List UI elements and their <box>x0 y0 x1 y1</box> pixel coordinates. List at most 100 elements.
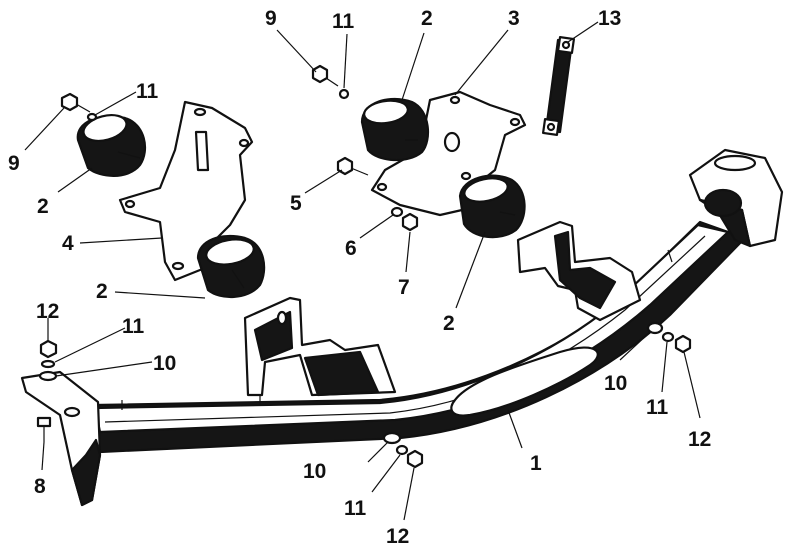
stud-right <box>667 249 673 263</box>
rubber-mount-b <box>196 234 266 298</box>
earth-strap-body <box>544 38 574 134</box>
mount-b-face <box>205 238 255 266</box>
leader-9a <box>24 107 65 151</box>
right-plate-centre-hole <box>443 131 461 153</box>
crossmember-reinforcement <box>450 346 599 417</box>
callout-11d: 11 <box>344 497 367 520</box>
callout-13: 13 <box>598 7 621 30</box>
callout-11c: 11 <box>122 315 145 338</box>
leader-12b <box>403 467 415 521</box>
leader-11e <box>661 341 668 393</box>
callout-labels: 1 2 2 2 2 3 4 5 6 7 8 9 9 10 10 10 11 11… <box>8 7 711 548</box>
earth-strap <box>541 35 576 137</box>
washer-10-right <box>646 321 664 335</box>
callout-5: 5 <box>290 192 302 215</box>
leader-2e <box>455 231 486 309</box>
leader-8 <box>41 441 45 471</box>
mount-a-stud <box>117 151 141 159</box>
callout-12a: 12 <box>36 300 59 323</box>
leader-12c <box>683 351 701 419</box>
bolt-9-left-head <box>60 92 79 112</box>
right-mount-tube-end <box>703 188 743 218</box>
callout-12b: 12 <box>386 525 409 548</box>
bolt-5-shank <box>350 167 369 176</box>
leader-10b <box>367 441 389 463</box>
leader-lines <box>24 21 701 521</box>
callout-11e: 11 <box>646 396 669 419</box>
leader-11d <box>371 454 401 493</box>
callout-3: 3 <box>508 7 520 30</box>
mount-b-stud <box>231 269 245 289</box>
callout-9b: 9 <box>265 7 277 30</box>
washer-11-left <box>86 112 98 122</box>
washer-11-bottom <box>395 444 409 456</box>
leader-5 <box>304 169 343 194</box>
leader-2a <box>57 167 93 193</box>
callout-9a: 9 <box>8 152 20 175</box>
leader-2b <box>114 291 206 299</box>
left-plate-hole-right <box>238 138 250 148</box>
callout-2a: 2 <box>37 195 49 218</box>
crossmember <box>20 148 784 507</box>
washer-11-top <box>338 88 350 100</box>
callout-10b: 10 <box>303 460 326 483</box>
left-plate-hole-bottom <box>171 261 185 271</box>
left-plate-slot <box>194 130 210 172</box>
rubber-mount-a <box>76 113 147 177</box>
callout-7: 7 <box>398 276 410 299</box>
rubber-mount-c <box>360 97 429 162</box>
callout-4: 4 <box>62 232 74 255</box>
callout-12c: 12 <box>688 428 711 451</box>
washer-11-right <box>661 331 675 343</box>
nut-12-right <box>674 334 692 354</box>
leader-11b <box>343 33 348 89</box>
leader-7 <box>405 231 411 273</box>
leader-4 <box>79 237 163 244</box>
callout-11b: 11 <box>332 10 355 33</box>
right-plate-hole-right <box>509 117 521 127</box>
callout-10c: 10 <box>604 372 627 395</box>
nut-12-left <box>39 339 58 359</box>
leader-11c <box>54 327 126 363</box>
leader-11a <box>94 91 137 116</box>
callout-2b: 2 <box>96 280 108 303</box>
callout-11a: 11 <box>136 80 159 103</box>
fasteners <box>36 64 692 469</box>
left-channel-bracket-floor <box>303 350 380 397</box>
right-channel-bracket-inner <box>553 230 617 310</box>
washer-6 <box>390 206 404 218</box>
earth-strap-top-hole <box>561 40 571 50</box>
bolt-9-left-shank <box>75 103 91 113</box>
bolt-8-head <box>36 416 52 428</box>
mount-c-face <box>363 99 409 125</box>
left-channel-hole <box>276 310 288 326</box>
crossmember-left-bracket-side <box>70 438 102 507</box>
leader-2c <box>401 32 425 101</box>
mount-d-stud <box>499 211 516 216</box>
callout-6: 6 <box>345 237 357 260</box>
callout-2e: 2 <box>443 312 455 335</box>
right-mount-top <box>713 154 757 172</box>
bolt-9-top-shank <box>325 77 339 87</box>
right-plate-hole-left <box>376 182 388 192</box>
washer-10-stack-left <box>38 370 58 382</box>
leader-3 <box>454 29 509 96</box>
callout-2c: 2 <box>421 7 433 30</box>
mount-d-face <box>463 177 509 203</box>
leader-10a <box>55 361 153 377</box>
leader-13 <box>567 21 599 43</box>
bolt-9-top-head <box>311 64 329 84</box>
leader-10c <box>619 331 651 361</box>
callout-8: 8 <box>34 475 46 498</box>
callout-10a: 10 <box>153 352 176 375</box>
earth-strap-bottom-hole <box>546 122 556 132</box>
left-plate-hole-left <box>124 199 136 209</box>
left-plate-hole-top <box>193 107 207 117</box>
rubber-mount-d <box>458 174 526 239</box>
washer-10-bottom <box>382 431 402 445</box>
left-bracket-hole <box>63 406 81 418</box>
leader-6 <box>359 214 394 239</box>
nut-12-bottom <box>406 449 424 469</box>
